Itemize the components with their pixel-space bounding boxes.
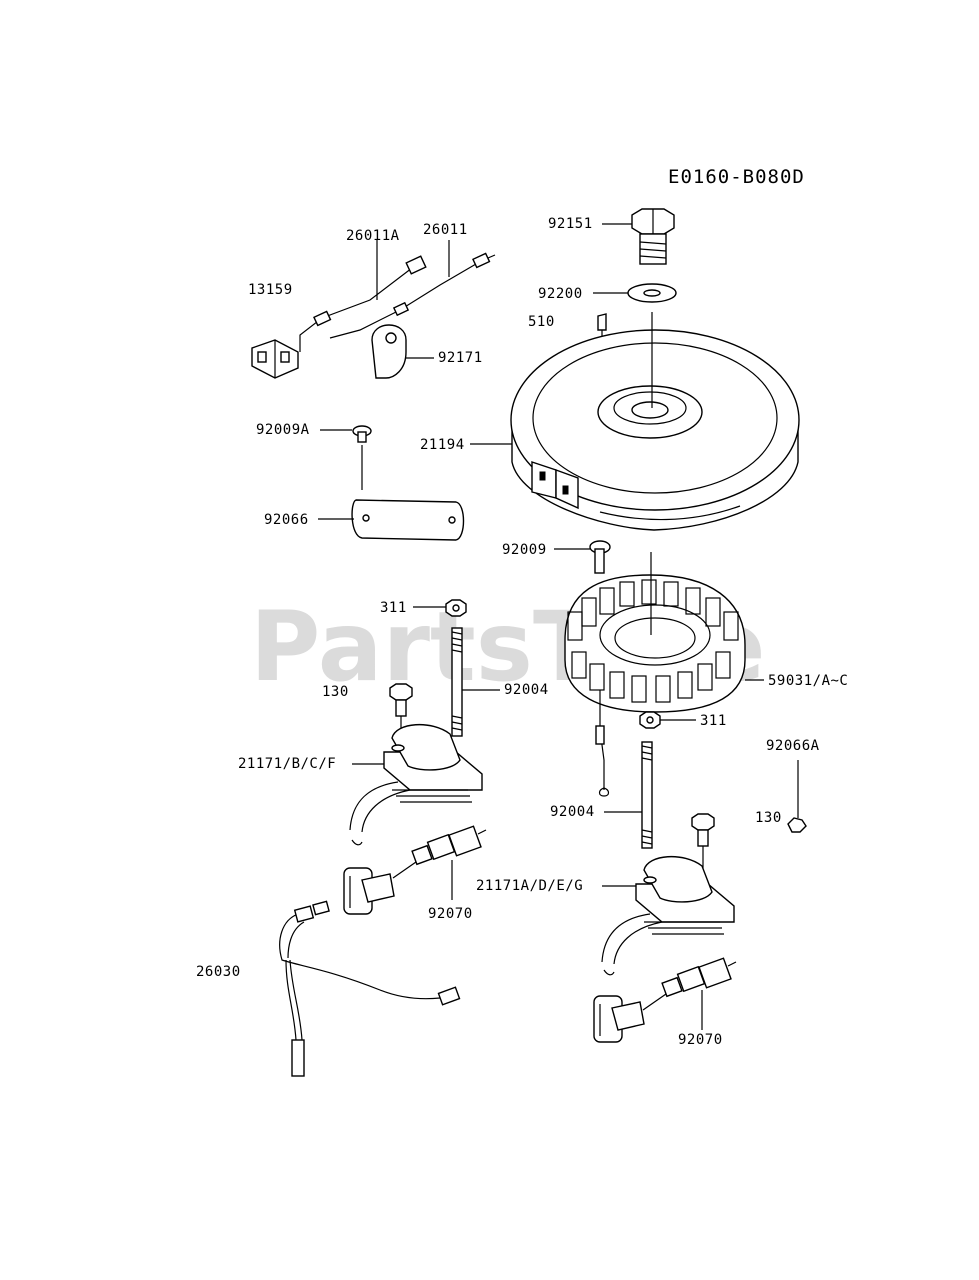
nut-311-right xyxy=(639,711,696,729)
label-130-right: 130 xyxy=(755,810,782,826)
screw-92009A xyxy=(320,425,372,490)
label-92004-left: 92004 xyxy=(504,682,549,698)
label-26011A: 26011A xyxy=(346,228,400,244)
label-130-left: 130 xyxy=(322,684,349,700)
bolt-130-left xyxy=(389,683,413,742)
label-21171-adeg: 21171A/D/E/G xyxy=(476,878,583,894)
label-92200: 92200 xyxy=(538,286,583,302)
screw-92009 xyxy=(554,540,611,574)
ignition-coil-21171-right xyxy=(601,855,735,965)
spark-plug-cap-left xyxy=(343,839,395,915)
nut-311-top xyxy=(413,599,467,617)
wire-lead-26030 xyxy=(279,900,461,1077)
wire-harness-26011 xyxy=(299,240,496,352)
label-21194: 21194 xyxy=(420,437,465,453)
clamp-92171 xyxy=(371,324,434,379)
label-26030: 26030 xyxy=(196,964,241,980)
label-92066A: 92066A xyxy=(766,738,820,754)
diagram-code: E0160-B080D xyxy=(668,166,805,188)
connector-13159 xyxy=(251,339,299,379)
label-92171: 92171 xyxy=(438,350,483,366)
ignition-coil-21171-left xyxy=(349,723,483,833)
stator-59031 xyxy=(564,552,764,797)
nut-92066A xyxy=(787,760,807,833)
label-92009A: 92009A xyxy=(256,422,310,438)
bolt-92151 xyxy=(602,208,675,265)
label-92070-right: 92070 xyxy=(678,1032,723,1048)
label-92070-left: 92070 xyxy=(428,906,473,922)
label-510: 510 xyxy=(528,314,555,330)
label-92066: 92066 xyxy=(264,512,309,528)
spark-plug-cap-right xyxy=(593,969,645,1043)
label-92009: 92009 xyxy=(502,542,547,558)
flywheel-21194 xyxy=(470,312,800,531)
label-26011: 26011 xyxy=(423,222,468,238)
label-21171-bcf: 21171/B/C/F xyxy=(238,756,336,772)
stud-92004-right xyxy=(604,741,653,849)
spark-plug-92070-left xyxy=(392,825,487,900)
label-311-right: 311 xyxy=(700,713,727,729)
spark-plug-92070-right xyxy=(642,957,737,1030)
label-311-top: 311 xyxy=(380,600,407,616)
stud-92004-left xyxy=(451,627,500,737)
label-59031: 59031/A~C xyxy=(768,673,848,689)
washer-92200 xyxy=(593,283,677,303)
label-92151: 92151 xyxy=(548,216,593,232)
plate-92066 xyxy=(318,499,465,541)
label-13159: 13159 xyxy=(248,282,293,298)
label-92004-right: 92004 xyxy=(550,804,595,820)
